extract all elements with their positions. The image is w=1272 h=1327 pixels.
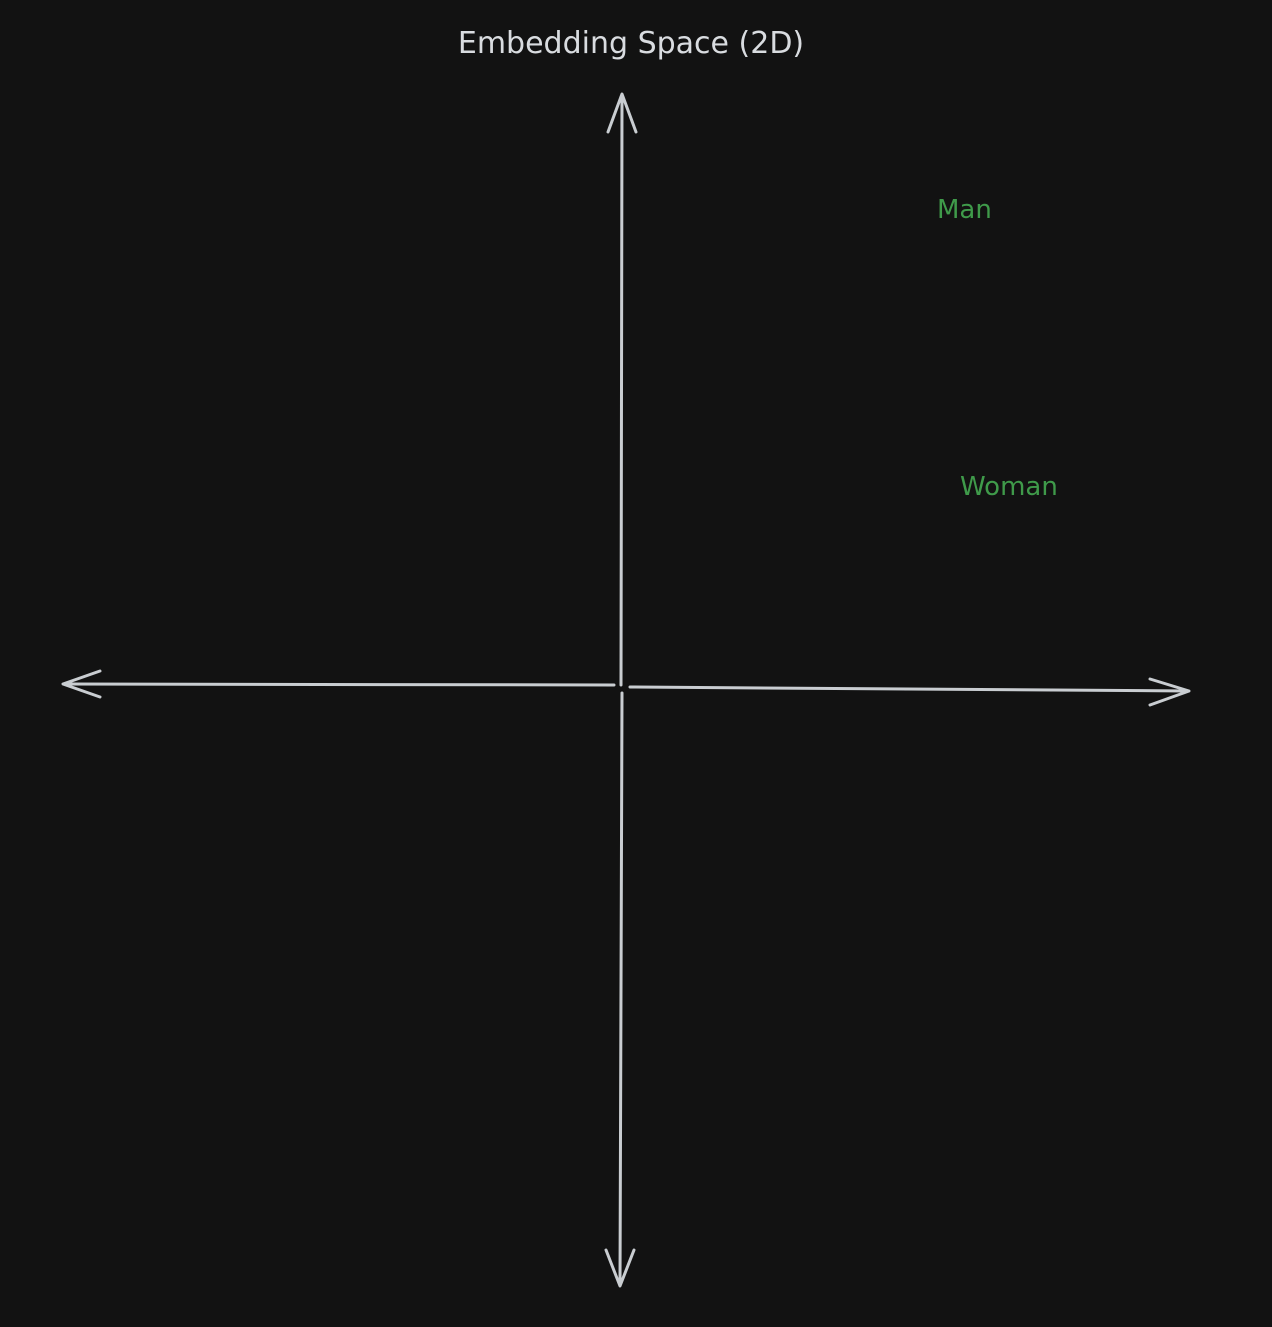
arrow-up-icon bbox=[606, 92, 638, 134]
arrow-right-icon bbox=[1148, 677, 1191, 707]
diagram-title: Embedding Space (2D) bbox=[458, 26, 804, 61]
horizontal-axis bbox=[61, 669, 1191, 707]
horizontal-axis-left-line bbox=[62, 682, 616, 687]
word-label-man: Man bbox=[937, 195, 992, 225]
arrow-down-icon bbox=[604, 1248, 636, 1288]
vertical-axis-lower-line bbox=[618, 691, 624, 1287]
vertical-axis bbox=[604, 92, 638, 1288]
vertical-axis-upper-line bbox=[619, 93, 624, 687]
arrow-left-icon bbox=[61, 669, 102, 699]
horizontal-axis-right-line bbox=[628, 685, 1190, 693]
word-label-woman: Woman bbox=[960, 472, 1058, 502]
